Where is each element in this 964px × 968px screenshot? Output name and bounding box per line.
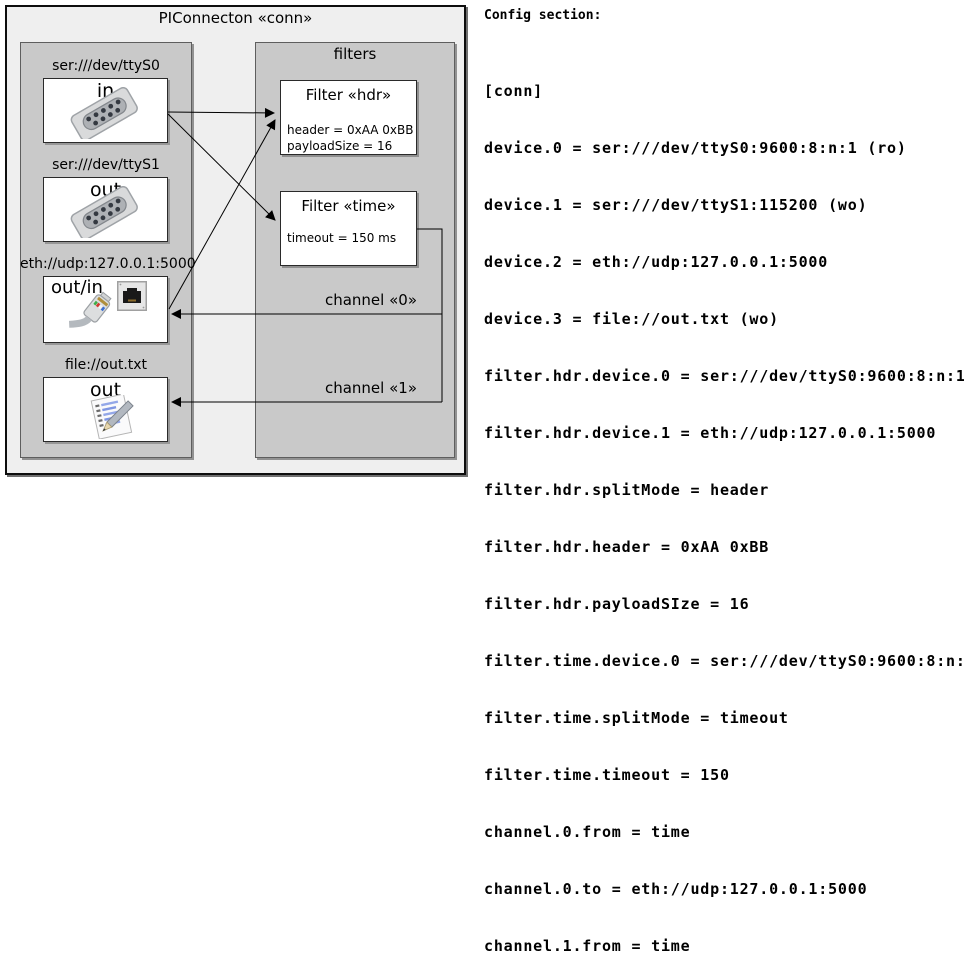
serial-connector-icon — [70, 87, 138, 139]
filter-properties: header = 0xAA 0xBB payloadSize = 16 — [287, 122, 413, 154]
config-line: filter.hdr.payloadSIze = 16 — [484, 595, 750, 613]
config-line: device.1 = ser:///dev/ttyS1:115200 (wo) — [484, 196, 868, 214]
filter-title: Filter «time» — [301, 197, 396, 215]
filter-title: Filter «hdr» — [305, 86, 392, 104]
device-ser-ttys1: ser:///dev/ttyS1 out — [20, 155, 192, 242]
ethernet-cable-icon — [68, 291, 112, 328]
config-line: filter.time.splitMode = timeout — [484, 709, 789, 727]
config-line: filter.time.timeout = 150 — [484, 766, 730, 784]
filter-hdr-box: Filter «hdr» header = 0xAA 0xBB payloadS… — [280, 80, 417, 155]
device-box: out/in — [43, 276, 168, 343]
channel-0-label: channel «0» — [324, 291, 417, 309]
filter-property: payloadSize = 16 — [287, 139, 393, 153]
config-line: device.0 = ser:///dev/ttyS0:9600:8:n:1 (… — [484, 139, 907, 157]
device-url-label: ser:///dev/ttyS1 — [52, 157, 160, 173]
filters-panel-title: filters — [333, 45, 377, 63]
device-direction-label: out — [89, 379, 122, 401]
config-line: channel.0.from = time — [484, 823, 691, 841]
serial-connector-icon — [70, 186, 138, 238]
device-url-label: file://out.txt — [64, 357, 148, 373]
config-line: channel.0.to = eth://udp:127.0.0.1:5000 — [484, 880, 868, 898]
filter-property: timeout = 150 ms — [287, 231, 397, 245]
device-box: in — [43, 78, 168, 143]
filter-properties: timeout = 150 ms — [287, 230, 396, 246]
config-section-heading: Config section: — [484, 8, 602, 23]
config-line: filter.hdr.device.1 = eth://udp:127.0.0.… — [484, 424, 937, 442]
config-line: [conn] — [484, 82, 543, 100]
config-line: device.3 = file://out.txt (wo) — [484, 310, 779, 328]
config-line: filter.hdr.device.0 = ser:///dev/ttyS0:9… — [484, 367, 964, 385]
device-box: out — [43, 177, 168, 242]
diagram-title: PIConnecton «conn» — [158, 9, 313, 27]
ethernet-jack-icon — [117, 281, 147, 311]
device-url-label: ser:///dev/ttyS0 — [52, 58, 160, 74]
notepad-icon — [90, 395, 134, 439]
device-url-label: eth://udp:127.0.0.1:5000 — [20, 256, 196, 272]
device-ser-ttys0: ser:///dev/ttyS0 in — [20, 56, 192, 143]
channel-1-label: channel «1» — [324, 379, 417, 397]
device-eth-udp: eth://udp:127.0.0.1:5000 out/in — [20, 254, 196, 343]
device-file-out: file://out.txt out — [20, 355, 192, 442]
config-line: device.2 = eth://udp:127.0.0.1:5000 — [484, 253, 829, 271]
config-section-text: [conn] device.0 = ser:///dev/ttyS0:9600:… — [484, 44, 964, 968]
config-line: filter.hdr.header = 0xAA 0xBB — [484, 538, 770, 556]
device-direction-label: out/in — [51, 277, 103, 298]
filter-property: header = 0xAA 0xBB — [287, 123, 414, 137]
filter-time-box: Filter «time» timeout = 150 ms — [280, 191, 417, 266]
device-box: out — [43, 377, 168, 442]
config-line: filter.time.device.0 = ser:///dev/ttyS0:… — [484, 652, 964, 670]
config-line: channel.1.from = time — [484, 937, 691, 955]
